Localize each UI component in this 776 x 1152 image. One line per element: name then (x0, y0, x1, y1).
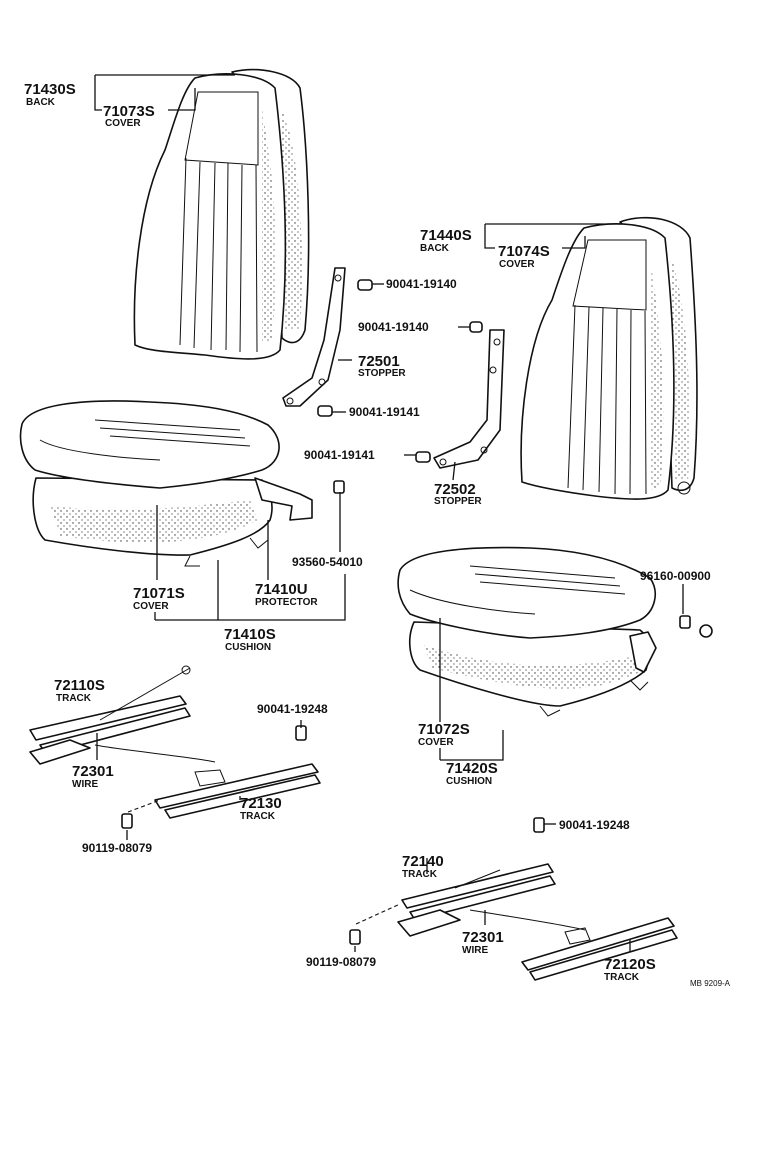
label-90041-19248-a: 90041-19248 (257, 702, 328, 716)
label-90041-19248-b: 90041-19248 (559, 818, 630, 832)
label-72501: 72501 (358, 353, 400, 370)
right-seat-back (520, 216, 698, 500)
stopper-bracket-72502 (433, 329, 505, 469)
label-71074S: 71074S (498, 243, 550, 260)
label-track-3: TRACK (402, 869, 438, 880)
label-72140: 72140 (402, 853, 444, 870)
label-71430S: 71430S (24, 81, 76, 98)
right-seat-cushion (397, 546, 657, 717)
figure-code: MB 9209-A (690, 979, 731, 988)
label-90041-19140-a: 90041-19140 (386, 277, 457, 291)
label-72110S: 72110S (54, 677, 105, 694)
left-seat-tracks (29, 665, 321, 819)
label-track-2: TRACK (240, 811, 276, 822)
label-71073S: 71073S (103, 103, 155, 120)
left-seat-cushion (19, 400, 313, 567)
label-71410U: 71410U (255, 581, 308, 598)
label-track-1: TRACK (56, 693, 92, 704)
label-90119-08079-a: 90119-08079 (82, 841, 152, 855)
left-seat-back (133, 68, 310, 360)
label-protector: PROTECTOR (255, 597, 318, 608)
label-wire-1: WIRE (72, 779, 98, 790)
label-cover-1: COVER (105, 118, 141, 129)
label-71072S: 71072S (418, 721, 470, 738)
label-cushion-2: CUSHION (446, 776, 492, 787)
label-90041-19141-a: 90041-19141 (349, 405, 420, 419)
label-90041-19141-b: 90041-19141 (304, 448, 375, 462)
label-72130: 72130 (240, 795, 282, 812)
label-track-4: TRACK (604, 972, 640, 983)
label-71420S: 71420S (446, 760, 498, 777)
label-93560-54010: 93560-54010 (292, 555, 363, 569)
label-72502: 72502 (434, 481, 476, 498)
label-90041-19140-b: 90041-19140 (358, 320, 429, 334)
label-stopper-1: STOPPER (358, 368, 406, 379)
label-cushion-1: CUSHION (225, 642, 271, 653)
label-96160-00900: 96160-00900 (640, 569, 711, 583)
label-72301-a: 72301 (72, 763, 114, 780)
right-seat-tracks (355, 863, 678, 981)
label-71440S: 71440S (420, 227, 472, 244)
label-back-2: BACK (420, 243, 450, 254)
stopper-bracket-72501 (282, 267, 346, 407)
label-72120S: 72120S (604, 956, 656, 973)
part-labels: 71430S BACK 71073S COVER 71440S BACK 710… (24, 81, 731, 988)
label-90119-08079-b: 90119-08079 (306, 955, 376, 969)
leader-lines (94, 74, 684, 952)
label-back-1: BACK (26, 97, 56, 108)
label-72301-b: 72301 (462, 929, 504, 946)
label-cover-3: COVER (133, 601, 169, 612)
label-cover-4: COVER (418, 737, 454, 748)
label-stopper-2: STOPPER (434, 496, 482, 507)
bolt-icons (121, 279, 713, 945)
label-wire-2: WIRE (462, 945, 488, 956)
label-cover-2: COVER (499, 259, 535, 270)
label-71071S: 71071S (133, 585, 185, 602)
label-71410S: 71410S (224, 626, 276, 643)
